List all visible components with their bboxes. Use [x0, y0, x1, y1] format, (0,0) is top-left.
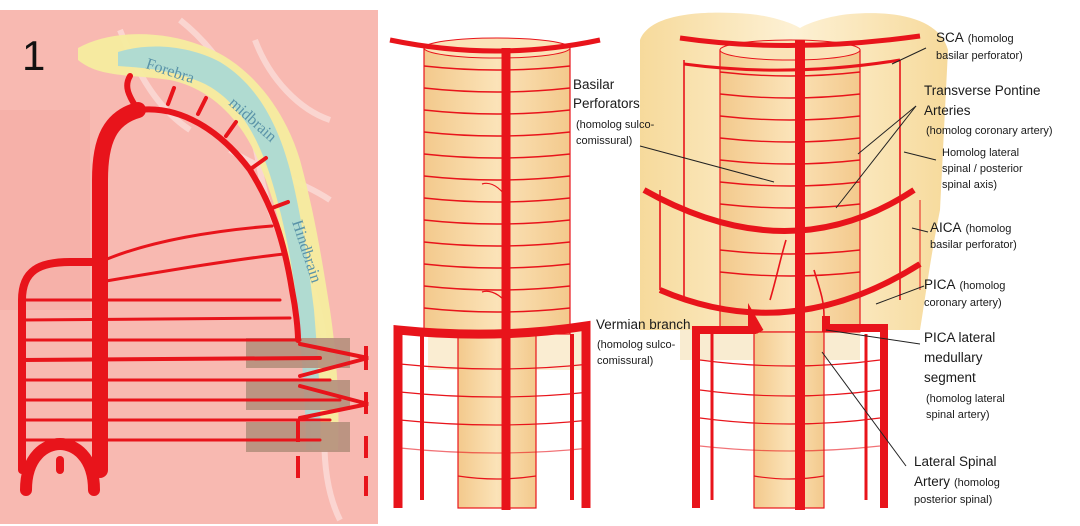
svg-text:Perforators: Perforators [573, 96, 640, 111]
svg-text:Homolog lateral: Homolog lateral [942, 147, 1019, 159]
lower-cylinder [457, 333, 537, 509]
svg-text:spinal / posterior: spinal / posterior [942, 163, 1023, 175]
svg-text:Arteries: Arteries [924, 103, 971, 118]
left-loop [18, 258, 104, 474]
svg-text:Vermian branch: Vermian branch [596, 317, 691, 332]
right-lower-cylinder [753, 331, 825, 509]
svg-text:(homolog lateral: (homolog lateral [926, 393, 1005, 405]
right-upper-rings [719, 71, 861, 277]
panel-right [640, 12, 948, 510]
svg-text:Transverse Pontine: Transverse Pontine [924, 83, 1041, 98]
svg-text:medullary: medullary [924, 350, 983, 365]
svg-text:Lateral Spinal: Lateral Spinal [914, 454, 997, 469]
label-transverse-pontine: Transverse Pontine Arteries (homolog cor… [924, 83, 1053, 137]
svg-text:comissural): comissural) [597, 355, 653, 367]
label-aica: AICA(homolog basilar perforator) [930, 220, 1017, 251]
right-lower-rings [699, 359, 881, 480]
svg-text:spinal artery): spinal artery) [926, 409, 990, 421]
svg-text:PICA lateral: PICA lateral [924, 330, 995, 345]
dorsal-aorta [92, 102, 146, 478]
svg-text:PICA(homolog: PICA(homolog [924, 277, 1005, 292]
label-lateral-spinal: Lateral Spinal Artery(homolog posterior … [914, 454, 1000, 506]
aica-vessel [642, 187, 916, 234]
neural-tube-blue [118, 46, 321, 451]
pica-lateral-right [822, 316, 888, 508]
label-lateral-spinal-axis: Homolog lateral spinal / posterior spina… [942, 147, 1023, 191]
label-pica: PICA(homolog coronary artery) [924, 277, 1005, 309]
panel-middle [389, 37, 601, 510]
embryo-shadow [0, 110, 90, 310]
panel-number: 1 [22, 32, 45, 79]
upper-cylinder [423, 47, 571, 335]
embryo-dashes [296, 346, 368, 496]
right-arteries [642, 33, 922, 510]
svg-text:(homolog coronary artery): (homolog coronary artery) [926, 125, 1053, 137]
svg-text:comissural): comissural) [576, 135, 632, 147]
pica-vessel [658, 261, 922, 316]
embryo-arteries [18, 73, 369, 496]
panel-embryo: Forebra midbrain Hindbrain [0, 10, 378, 524]
svg-text:spinal axis): spinal axis) [942, 179, 997, 191]
svg-text:AICA(homolog: AICA(homolog [930, 220, 1011, 235]
vermian-frame [393, 320, 591, 508]
neural-artery-arch [135, 106, 301, 343]
pointer-lines [639, 47, 937, 467]
svg-text:SCA(homolog: SCA(homolog [936, 30, 1014, 45]
svg-text:Basilar: Basilar [573, 77, 615, 92]
svg-text:coronary artery): coronary artery) [924, 297, 1002, 309]
svg-text:posterior spinal): posterior spinal) [914, 494, 992, 506]
pica-lateral-left [692, 302, 764, 508]
svg-text:basilar perforator): basilar perforator) [936, 50, 1023, 62]
svg-text:basilar perforator): basilar perforator) [930, 239, 1017, 251]
label-sca: SCA(homolog basilar perforator) [936, 30, 1023, 62]
label-pica-lateral: PICA lateral medullary segment (homolog … [924, 330, 1005, 421]
svg-text:(homolog sulco-: (homolog sulco- [576, 119, 655, 131]
svg-text:segment: segment [924, 370, 976, 385]
right-upper-cylinder [719, 49, 861, 333]
middle-arteries [389, 37, 601, 510]
svg-text:Artery(homolog: Artery(homolog [914, 474, 1000, 489]
svg-text:(homolog sulco-: (homolog sulco- [597, 339, 676, 351]
label-basilar-perforators: Basilar Perforators (homolog sulco- comi… [573, 77, 655, 147]
upper-rings [423, 65, 571, 313]
label-vermian-branch: Vermian branch (homolog sulco- comissura… [596, 317, 691, 367]
